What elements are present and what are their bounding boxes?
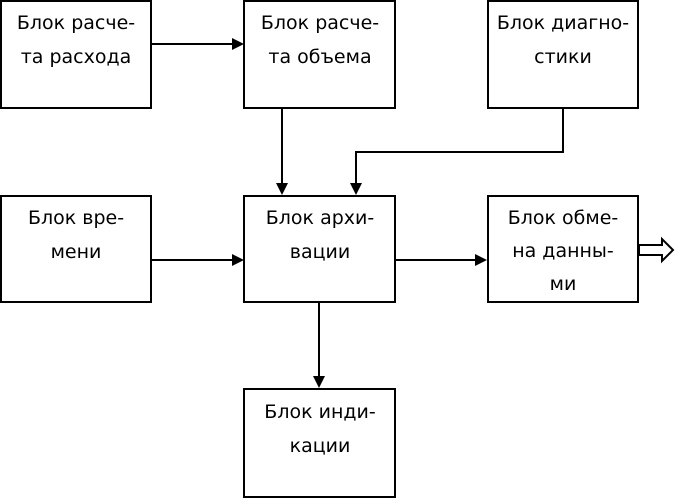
block-time-label-2: мени: [51, 241, 102, 263]
block-volume-calc: Блок расче- та объема: [243, 0, 396, 109]
arrowhead-archive-to-exchange: [475, 254, 487, 266]
block-volume-calc-label-2: та объема: [268, 46, 371, 68]
block-flow-calc-label-1: Блок расче-: [17, 12, 135, 34]
block-diagnostics-label-1: Блок диагно-: [497, 12, 629, 34]
connectors: [151, 38, 675, 388]
arrowhead-diagnostics-to-archive: [350, 183, 362, 195]
block-archive-box: [243, 195, 396, 303]
external-output-arrow: [638, 236, 675, 264]
block-diagnostics-label-2: стики: [534, 46, 592, 68]
block-diagnostics: Блок диагно- стики: [487, 0, 639, 109]
block-exchange: Блок обме- на данны- ми: [487, 195, 639, 303]
block-archive-label-1: Блок архи-: [266, 207, 374, 229]
block-time-box: [0, 195, 152, 303]
block-indication-label-1: Блок инди-: [264, 401, 375, 423]
block-indication: Блок инди- кации: [243, 388, 396, 498]
block-archive-label-2: вации: [290, 241, 350, 263]
block-indication-label-2: кации: [290, 435, 351, 457]
arrowhead-flow-to-volume: [232, 38, 244, 50]
block-volume-calc-label-1: Блок расче-: [261, 12, 379, 34]
block-flow-calc-label-2: та расхода: [21, 46, 132, 68]
block-time: Блок вре- мени: [0, 195, 152, 303]
arrow-diagnostics-to-archive: [355, 108, 564, 185]
arrowhead-time-to-archive: [232, 254, 244, 266]
block-flow-calc: Блок расче- та расхода: [0, 0, 152, 109]
block-exchange-label-3: ми: [550, 273, 577, 295]
arrowhead-archive-to-indication: [313, 376, 325, 388]
block-flow-calc-box: [0, 0, 152, 109]
block-volume-calc-box: [243, 0, 396, 109]
block-indication-box: [243, 388, 396, 498]
block-exchange-label-1: Блок обме-: [508, 207, 619, 229]
block-exchange-label-2: на данны-: [512, 240, 614, 262]
arrowhead-volume-to-archive: [276, 183, 288, 195]
block-time-label-1: Блок вре-: [28, 207, 124, 229]
block-diagnostics-box: [487, 0, 639, 109]
block-exchange-box: [487, 195, 639, 303]
block-archive: Блок архи- вации: [243, 195, 396, 303]
